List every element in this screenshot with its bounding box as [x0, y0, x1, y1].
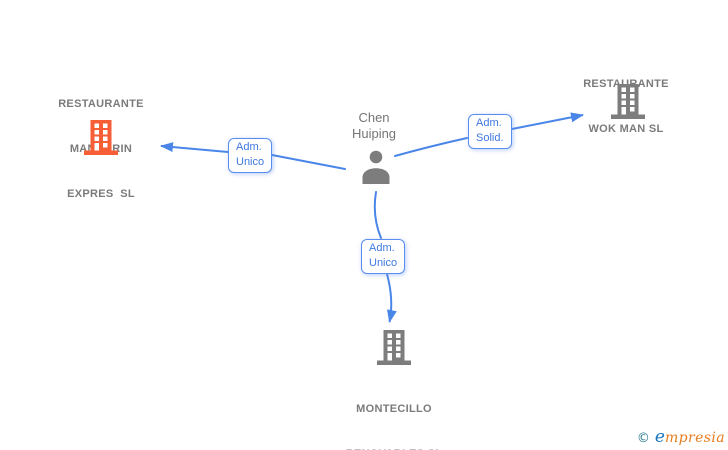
company-name-line: WOK MAN SL — [588, 123, 664, 135]
edge-label-line: Adm. — [476, 117, 502, 129]
edge-label-line: Unico — [236, 156, 265, 168]
edge-line-montecillo-arrow — [386, 273, 397, 323]
copyright-icon: © — [636, 431, 650, 446]
edge-line-montecillo-inner — [373, 191, 382, 239]
company-name-line: MONTECILLO — [356, 403, 432, 415]
edge-label-line: Unico — [369, 257, 398, 269]
person-icon[interactable] — [358, 149, 394, 185]
edge-line-wokman-arrow — [511, 112, 584, 130]
company-name-line: EXPRES SL — [67, 188, 135, 200]
person-label-chen-huiping[interactable]: Chen Huiping — [294, 110, 454, 142]
edge-line-mandarin-arrow — [160, 142, 229, 153]
edge-label-adm-unico-mandarin[interactable]: Adm. Unico — [228, 138, 272, 173]
edge-label-adm-solid-wokman[interactable]: Adm. Solid. — [468, 114, 512, 149]
edge-label-adm-unico-montecillo[interactable]: Adm. Unico — [361, 239, 405, 274]
company-label-montecillo[interactable]: MONTECILLO RENOVABLES SL — [314, 372, 474, 450]
edge-line-mandarin-inner — [271, 154, 346, 170]
person-name-line: Huiping — [351, 126, 397, 141]
edge-label-line: Solid. — [476, 132, 504, 144]
edge-line-wokman-inner — [394, 137, 468, 157]
building-icon[interactable] — [84, 120, 118, 155]
building-icon[interactable] — [377, 330, 411, 365]
edge-label-line: Adm. — [236, 141, 262, 153]
person-name-line: Chen — [358, 110, 390, 125]
brand-name: mpresia — [664, 430, 725, 446]
empresia-logo: © empresia — [637, 427, 725, 447]
company-name-line: RESTAURANTE — [58, 98, 144, 110]
building-icon[interactable] — [611, 84, 645, 119]
edge-label-line: Adm. — [369, 242, 395, 254]
company-name-line: RENOVABLES SL — [314, 447, 474, 450]
brand-initial: e — [654, 427, 665, 447]
